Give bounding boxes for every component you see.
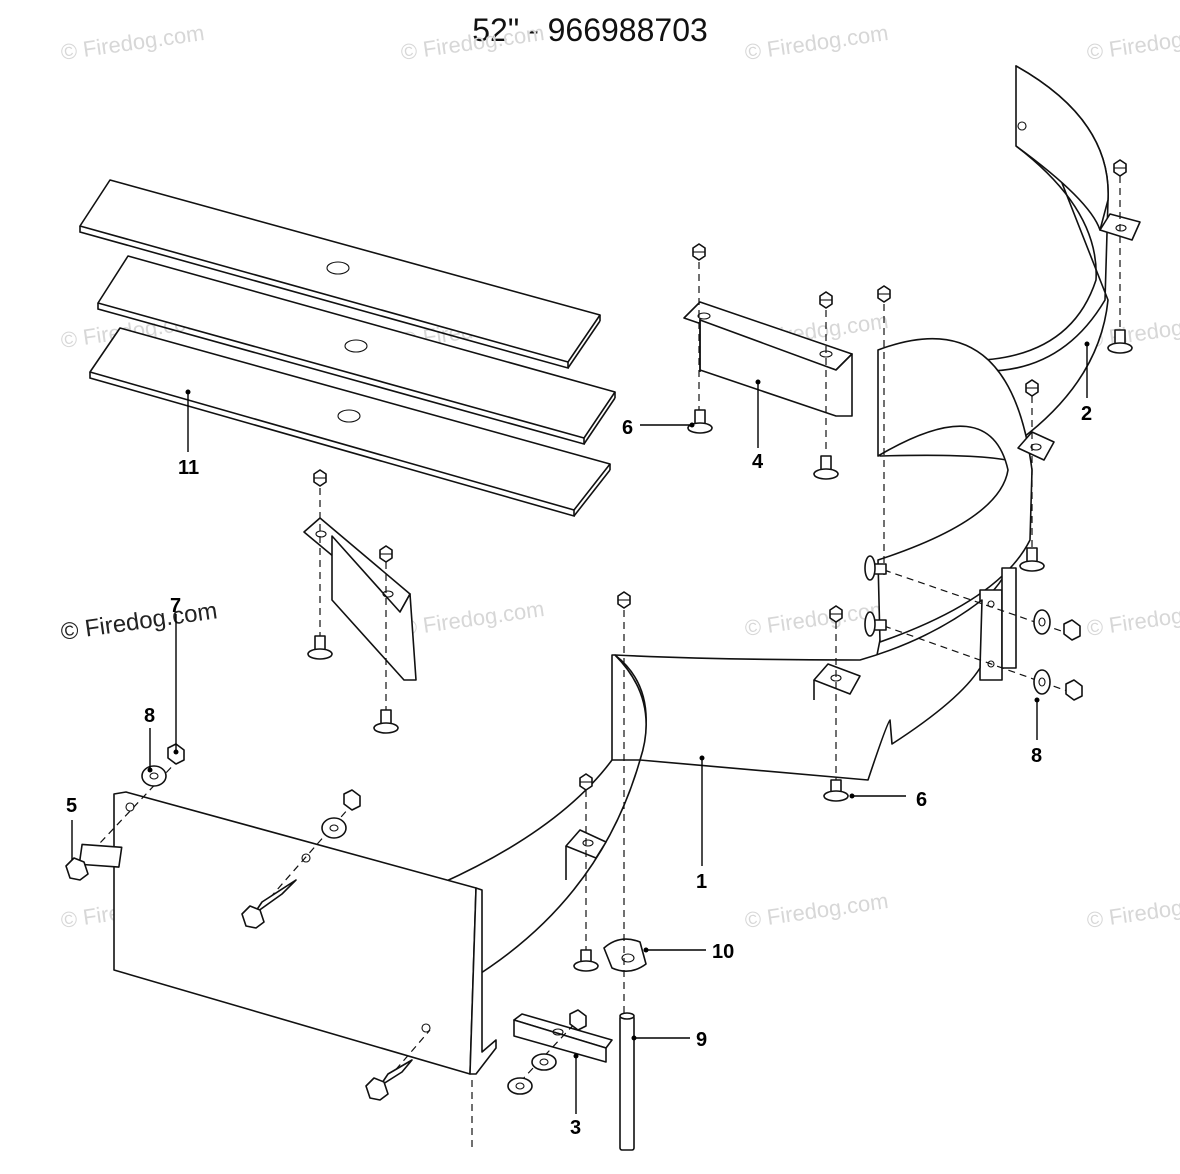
hex-bolt <box>65 843 123 881</box>
hex-nut <box>692 243 706 261</box>
watermark: © Firedog.com <box>1085 888 1180 933</box>
callout-6a: 6 <box>622 417 633 439</box>
carriage-bolt <box>373 709 399 734</box>
part-2-rear-baffle <box>875 65 1141 681</box>
hex-nut <box>579 773 593 791</box>
hex-nut <box>829 605 843 623</box>
washer <box>507 1077 533 1095</box>
carriage-bolt <box>573 949 599 972</box>
carriage-bolt <box>823 779 849 802</box>
watermark: © Firedog.com <box>1085 20 1180 65</box>
hex-nut <box>1025 379 1039 397</box>
part-3-small-plate <box>513 1013 613 1063</box>
carriage-bolt <box>813 455 839 480</box>
carriage-bolt <box>687 409 713 434</box>
callout-9: 9 <box>696 1029 707 1051</box>
callout-11: 11 <box>178 457 199 479</box>
callout-7: 7 <box>170 595 181 617</box>
carriage-bolt <box>864 555 887 581</box>
part-11-plates <box>79 179 616 518</box>
callout-8b: 8 <box>1031 745 1042 767</box>
hex-bolt <box>365 1059 413 1101</box>
callout-8a: 8 <box>144 705 155 727</box>
hex-nut <box>343 789 361 811</box>
carriage-bolt <box>307 635 333 660</box>
callout-2: 2 <box>1081 403 1092 425</box>
hex-nut <box>819 291 833 309</box>
hardware-washers <box>141 609 1051 1095</box>
bracket-mid-left <box>303 517 417 681</box>
plate <box>89 327 611 518</box>
callout-3: 3 <box>570 1117 581 1139</box>
watermark: © Firedog.com <box>399 20 546 65</box>
part-10-clip <box>603 938 647 972</box>
part-1-front-baffle <box>439 599 983 981</box>
assembly-lines <box>83 176 1121 1150</box>
watermark: © Firedog.com <box>59 20 206 65</box>
hex-nut <box>1063 619 1081 641</box>
plate <box>79 179 601 370</box>
washer <box>321 817 347 839</box>
end-plate <box>113 791 497 1075</box>
watermark: © Firedog.com <box>1085 596 1180 641</box>
hex-nut <box>313 469 327 487</box>
watermark: © Firedog.com <box>399 596 546 641</box>
washer <box>1033 609 1051 635</box>
carriage-bolt <box>1107 329 1133 354</box>
plate <box>97 255 616 446</box>
hex-nut <box>1113 159 1127 177</box>
hex-nut <box>877 285 891 303</box>
diagram-title: 52" - 966988703 <box>472 12 708 48</box>
hex-nut <box>569 1009 587 1031</box>
callout-1: 1 <box>696 871 707 893</box>
hardware-hex-bolts <box>65 843 413 1101</box>
hardware-carriage-bolts <box>307 329 1133 972</box>
washer <box>531 1053 557 1071</box>
hex-nut <box>379 545 393 563</box>
hex-bolt <box>241 879 297 929</box>
hardware-nuts <box>167 159 1127 1031</box>
carriage-bolt <box>1019 547 1045 572</box>
callout-10: 10 <box>712 941 734 963</box>
hex-nut <box>617 591 631 609</box>
part-9-rod <box>619 1012 635 1151</box>
hex-nut <box>1065 679 1083 701</box>
washer <box>1033 669 1051 695</box>
callout-leaders <box>71 341 1090 1114</box>
carriage-bolt <box>864 611 887 637</box>
callout-4: 4 <box>752 451 764 473</box>
callout-labels: 1 2 3 4 5 6 6 7 8 8 9 10 11 <box>66 403 1092 1139</box>
watermark: © Firedog.com <box>743 888 890 933</box>
callout-5: 5 <box>66 795 77 817</box>
washer <box>141 765 167 787</box>
callout-6b: 6 <box>916 789 927 811</box>
watermark-dark: © Firedog.com <box>59 597 219 646</box>
part-4-bracket <box>683 301 853 417</box>
watermark: © Firedog.com <box>743 20 890 65</box>
